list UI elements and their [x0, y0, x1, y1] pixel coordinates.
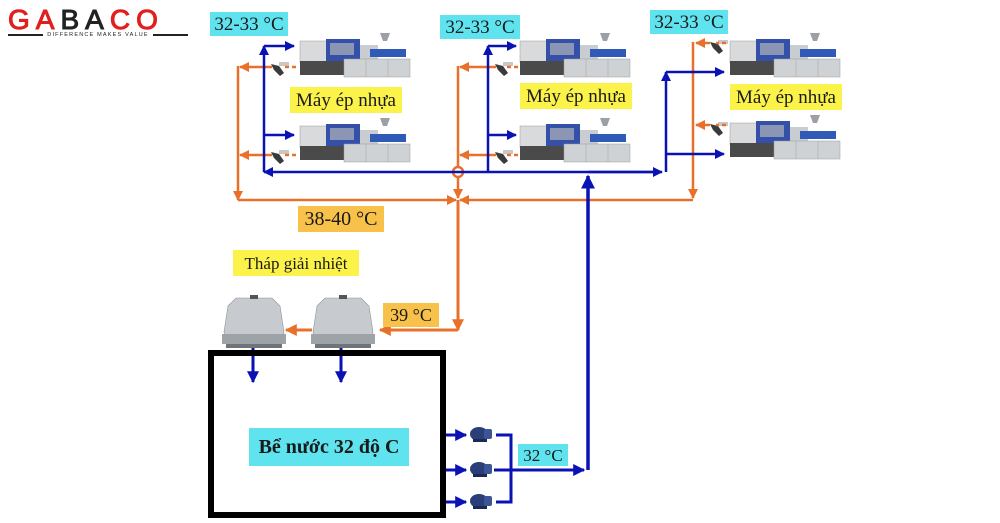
logo-wordmark: GABACO — [8, 4, 164, 36]
group1-machine-label: Máy ép nhựa — [290, 87, 402, 113]
valve-icon — [495, 62, 513, 76]
water-tank — [208, 350, 446, 518]
tank-label: Bể nước 32 độ C — [249, 428, 409, 466]
cooling-tower-label: Tháp giải nhiệt — [233, 250, 359, 276]
injection-machine-icon — [729, 114, 841, 160]
injection-machine-icon — [299, 117, 411, 163]
injection-machine-icon — [519, 32, 631, 78]
pump-icon — [470, 494, 492, 509]
cold-supply-pipes — [247, 41, 725, 508]
injection-machine-icon — [299, 32, 411, 78]
gabaco-logo: GABACO DIFFERENCE MAKES VALUE — [8, 4, 189, 40]
return-temp-label: 38-40 °C — [298, 206, 384, 232]
valve-icon — [495, 150, 513, 164]
group1-supply-temp: 32-33 °C — [210, 12, 288, 36]
logo-tagline: DIFFERENCE MAKES VALUE — [8, 32, 189, 38]
injection-machine-icon — [519, 117, 631, 163]
group2-supply-temp: 32-33 °C — [440, 15, 520, 39]
pump-outlet-temp-label: 32 °C — [518, 444, 568, 466]
group3-supply-temp: 32-33 °C — [650, 10, 728, 34]
injection-machine-icon — [729, 32, 841, 78]
cooling-tower-icon — [221, 294, 287, 349]
pump-icon — [470, 427, 492, 442]
cooling-tower-icon — [310, 294, 376, 349]
valve-icon — [271, 62, 289, 76]
group2-machine-label: Máy ép nhựa — [520, 83, 632, 109]
pump-icon — [470, 462, 492, 477]
group3-machine-label: Máy ép nhựa — [730, 84, 842, 110]
valve-icon — [271, 150, 289, 164]
tower-inlet-temp-label: 39 °C — [383, 303, 439, 327]
hot-return-pipes — [233, 38, 726, 336]
